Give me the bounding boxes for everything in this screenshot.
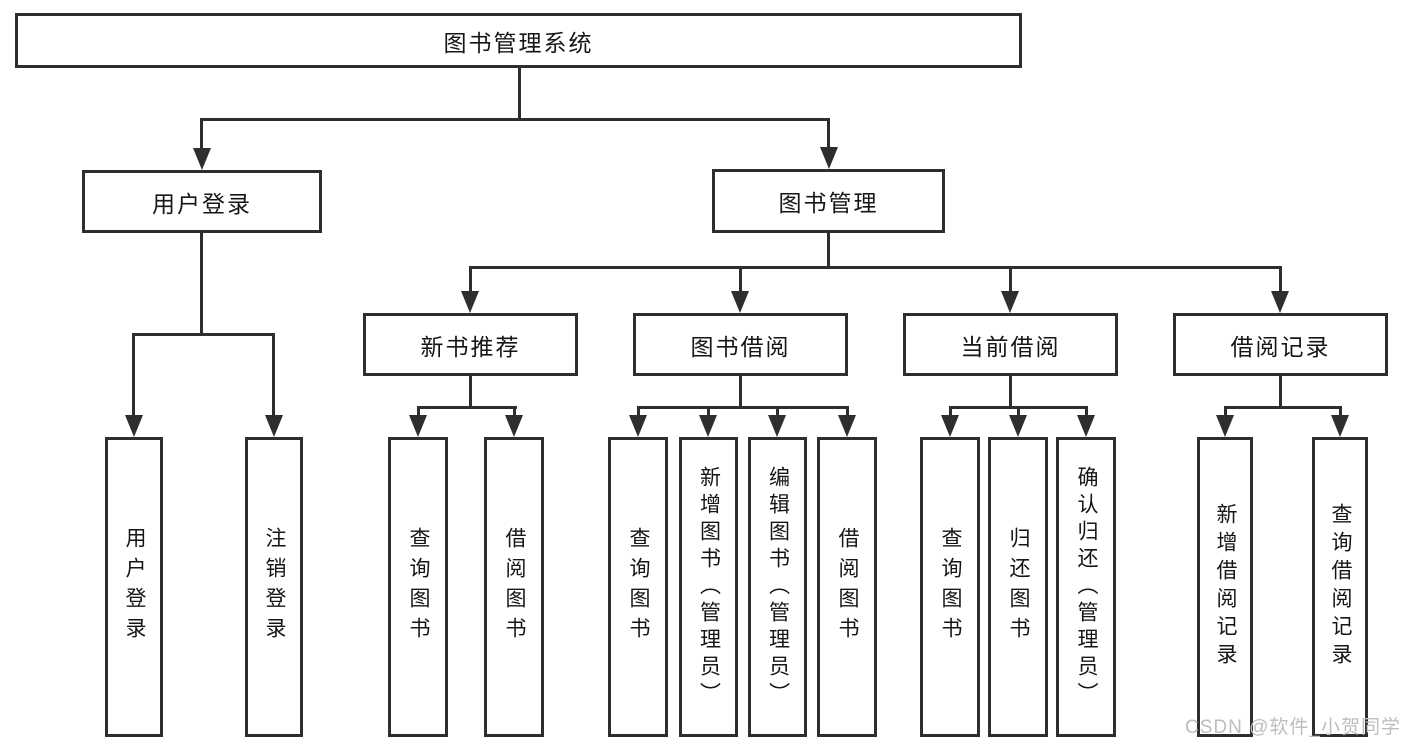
connector-line — [1017, 406, 1020, 418]
leaf-edit-book-admin: 编辑图书（管理员） — [748, 437, 807, 737]
node-library-system: 图书管理系统 — [15, 13, 1022, 68]
connector-line — [513, 406, 516, 418]
node-book-management-branch: 图书管理 — [712, 169, 945, 233]
connector-line — [417, 406, 517, 409]
leaf-recommend-query-book: 查询图书 — [388, 437, 448, 737]
leaf-current-query-book: 查询图书 — [920, 437, 980, 737]
connector-line — [417, 406, 420, 418]
connector-line — [200, 118, 830, 121]
connector-line — [132, 333, 135, 417]
node-new-book-recommend: 新书推荐 — [363, 313, 578, 376]
connector-line — [637, 406, 640, 418]
connector-line — [827, 118, 830, 149]
arrow-down-icon — [505, 415, 523, 437]
connector-line — [637, 406, 849, 409]
leaf-return-book: 归还图书 — [988, 437, 1048, 737]
arrow-down-icon — [629, 415, 647, 437]
connector-line — [469, 376, 472, 408]
arrow-down-icon — [731, 291, 749, 313]
leaf-add-borrow-record: 新增借阅记录 — [1197, 437, 1253, 737]
connector-line — [827, 233, 830, 268]
connector-line — [469, 266, 472, 293]
arrow-down-icon — [768, 415, 786, 437]
node-user-login-branch: 用户登录 — [82, 170, 322, 233]
connector-line — [1279, 376, 1282, 408]
connector-line — [469, 266, 1282, 269]
leaf-recommend-borrow-book: 借阅图书 — [484, 437, 544, 737]
leaf-user-login: 用户登录 — [105, 437, 163, 737]
arrow-down-icon — [820, 147, 838, 169]
connector-line — [1279, 266, 1282, 293]
connector-line — [1224, 406, 1227, 418]
node-borrow-record: 借阅记录 — [1173, 313, 1388, 376]
connector-line — [1339, 406, 1342, 418]
arrow-down-icon — [1331, 415, 1349, 437]
connector-line — [707, 406, 710, 418]
arrow-down-icon — [265, 415, 283, 437]
leaf-logout: 注销登录 — [245, 437, 303, 737]
arrow-down-icon — [1077, 415, 1095, 437]
connector-line — [1224, 406, 1342, 409]
arrow-down-icon — [125, 415, 143, 437]
node-current-borrow: 当前借阅 — [903, 313, 1118, 376]
leaf-borrow-book: 借阅图书 — [817, 437, 877, 737]
node-book-borrow: 图书借阅 — [633, 313, 848, 376]
leaf-add-book-admin: 新增图书（管理员） — [679, 437, 738, 737]
connector-line — [272, 333, 275, 417]
connector-line — [518, 68, 521, 120]
connector-line — [1009, 266, 1012, 293]
connector-line — [133, 333, 275, 336]
arrow-down-icon — [1009, 415, 1027, 437]
arrow-down-icon — [941, 415, 959, 437]
leaf-borrow-query-book: 查询图书 — [608, 437, 668, 737]
arrow-down-icon — [699, 415, 717, 437]
leaf-confirm-return-admin: 确认归还（管理员） — [1056, 437, 1116, 737]
arrow-down-icon — [1216, 415, 1234, 437]
connector-line — [739, 266, 742, 293]
connector-line — [739, 376, 742, 408]
arrow-down-icon — [1271, 291, 1289, 313]
connector-line — [1009, 376, 1012, 408]
arrow-down-icon — [1001, 291, 1019, 313]
connector-line — [1085, 406, 1088, 418]
connector-line — [846, 406, 849, 418]
arrow-down-icon — [838, 415, 856, 437]
arrow-down-icon — [409, 415, 427, 437]
arrow-down-icon — [193, 148, 211, 170]
connector-line — [200, 233, 203, 335]
arrow-down-icon — [461, 291, 479, 313]
connector-line — [949, 406, 952, 418]
connector-line — [776, 406, 779, 418]
csdn-watermark: CSDN @软件_小贺同学 — [1185, 717, 1401, 738]
connector-line — [200, 118, 203, 150]
leaf-query-borrow-record: 查询借阅记录 — [1312, 437, 1368, 737]
